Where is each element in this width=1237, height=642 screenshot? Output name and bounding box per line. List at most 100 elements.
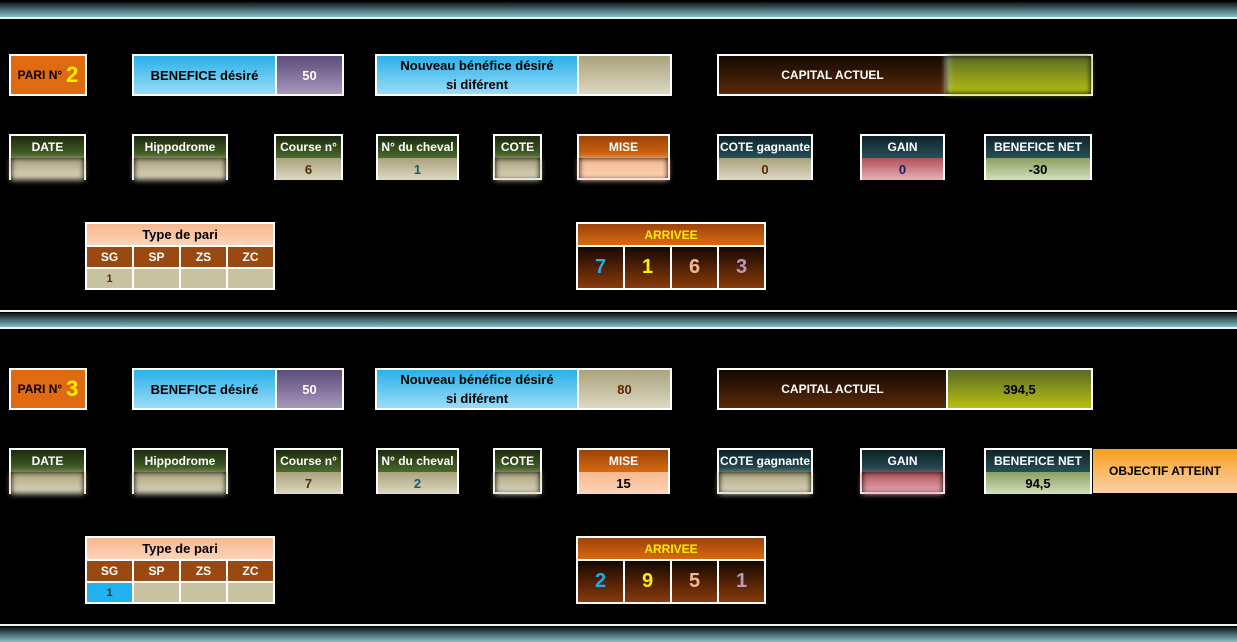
field-date-value[interactable] — [11, 158, 84, 180]
field-gain-label: GAIN — [862, 450, 943, 472]
nouveau-label: Nouveau bénéfice désiré si diférent — [377, 56, 577, 94]
nouveau-value[interactable]: 80 — [577, 370, 670, 408]
arrivee-position-4: 3 — [719, 247, 764, 288]
benefice-label: BENEFICE désiré — [134, 370, 275, 408]
type-value-sg[interactable]: 1 — [87, 583, 134, 602]
pari-number: 3 — [66, 376, 79, 401]
benefice-label: BENEFICE désiré — [134, 56, 275, 94]
field-mise-value[interactable] — [579, 158, 668, 180]
field-cheval-value[interactable]: 2 — [378, 472, 457, 494]
type-value-zs[interactable] — [181, 269, 228, 288]
field-cote-gagnante-value[interactable] — [719, 472, 811, 494]
type-value-sp[interactable] — [134, 269, 181, 288]
field-cote: COTE — [493, 134, 542, 180]
field-cote-gagnante-value[interactable]: 0 — [719, 158, 811, 180]
field-date-label: DATE — [11, 136, 84, 158]
arrivee-position-4: 1 — [719, 561, 764, 602]
type-header-zc: ZC — [228, 247, 273, 267]
field-course: Course n°7 — [274, 448, 343, 494]
field-mise-label: MISE — [579, 450, 668, 472]
nouveau-label-line1: Nouveau bénéfice désiré — [400, 58, 554, 73]
type-header-sg: SG — [87, 247, 134, 267]
field-gain-label: GAIN — [862, 136, 943, 158]
field-hippodrome-label: Hippodrome — [134, 450, 226, 472]
arrivee-title: ARRIVEE — [578, 538, 764, 559]
type-value-zs[interactable] — [181, 583, 228, 602]
field-cheval-label: N° du cheval — [378, 136, 457, 158]
separator-bar-top — [0, 2, 1237, 17]
nouveau-label-line2: si diférent — [445, 77, 509, 92]
field-date-label: DATE — [11, 450, 84, 472]
pari-label: PARI N° — [17, 382, 63, 396]
capital-value: 394,5 — [946, 370, 1091, 408]
field-cheval-label: N° du cheval — [378, 450, 457, 472]
capital-label: CAPITAL ACTUEL — [719, 56, 946, 94]
field-hippodrome-value[interactable] — [134, 158, 226, 180]
field-date: DATE — [9, 448, 86, 494]
benefice-value[interactable]: 50 — [275, 56, 342, 94]
field-course: Course n°6 — [274, 134, 343, 180]
arrivee-position-2: 1 — [625, 247, 672, 288]
pari-number-box: PARI N°3 — [9, 368, 87, 410]
arrivee-position-3: 5 — [672, 561, 719, 602]
field-benefice-net-value[interactable]: 94,5 — [986, 472, 1090, 494]
field-gain-value[interactable]: 0 — [862, 158, 943, 180]
field-hippodrome: Hippodrome — [132, 448, 228, 494]
arrivee-position-1: 7 — [578, 247, 625, 288]
type-header-zs: ZS — [181, 561, 228, 581]
capital-label: CAPITAL ACTUEL — [719, 370, 946, 408]
field-benefice-net-value[interactable]: -30 — [986, 158, 1090, 180]
type-value-sp[interactable] — [134, 583, 181, 602]
field-mise-value[interactable]: 15 — [579, 472, 668, 494]
arrivee-position-1: 2 — [578, 561, 625, 602]
field-course-value[interactable]: 6 — [276, 158, 341, 180]
nouveau-label-line2: si diférent — [445, 391, 509, 406]
field-hippodrome-label: Hippodrome — [134, 136, 226, 158]
type-header-sp: SP — [134, 247, 181, 267]
separator-line — [0, 624, 1237, 626]
arrivee-title: ARRIVEE — [578, 224, 764, 245]
field-date-value[interactable] — [11, 472, 84, 494]
type-value-zc[interactable] — [228, 583, 273, 602]
field-date: DATE — [9, 134, 86, 180]
type-value-zc[interactable] — [228, 269, 273, 288]
field-cote-value[interactable] — [495, 472, 540, 494]
field-course-label: Course n° — [276, 450, 341, 472]
field-course-value[interactable]: 7 — [276, 472, 341, 494]
field-course-label: Course n° — [276, 136, 341, 158]
arrivee-position-3: 6 — [672, 247, 719, 288]
pari-label: PARI N° — [17, 68, 63, 82]
field-mise-label: MISE — [579, 136, 668, 158]
separator-bar-middle — [0, 313, 1237, 327]
benefice-value[interactable]: 50 — [275, 370, 342, 408]
type-value-sg[interactable]: 1 — [87, 269, 134, 288]
field-cote-gagnante-label: COTE gagnante — [719, 136, 811, 158]
type-header-sp: SP — [134, 561, 181, 581]
field-gain-value[interactable] — [862, 472, 943, 494]
type-header-zs: ZS — [181, 247, 228, 267]
pari-number: 2 — [66, 62, 79, 87]
field-gain: GAIN — [860, 448, 945, 494]
field-hippodrome-value[interactable] — [134, 472, 226, 494]
field-cote-label: COTE — [495, 136, 540, 158]
field-cote-value[interactable] — [495, 158, 540, 180]
nouveau-value[interactable] — [577, 56, 670, 94]
arrivee-position-2: 9 — [625, 561, 672, 602]
separator-line — [0, 327, 1237, 329]
field-cote-gagnante-label: COTE gagnante — [719, 450, 811, 472]
field-benefice-net: BENEFICE NET-30 — [984, 134, 1092, 180]
field-cote-label: COTE — [495, 450, 540, 472]
field-cheval-value[interactable]: 1 — [378, 158, 457, 180]
